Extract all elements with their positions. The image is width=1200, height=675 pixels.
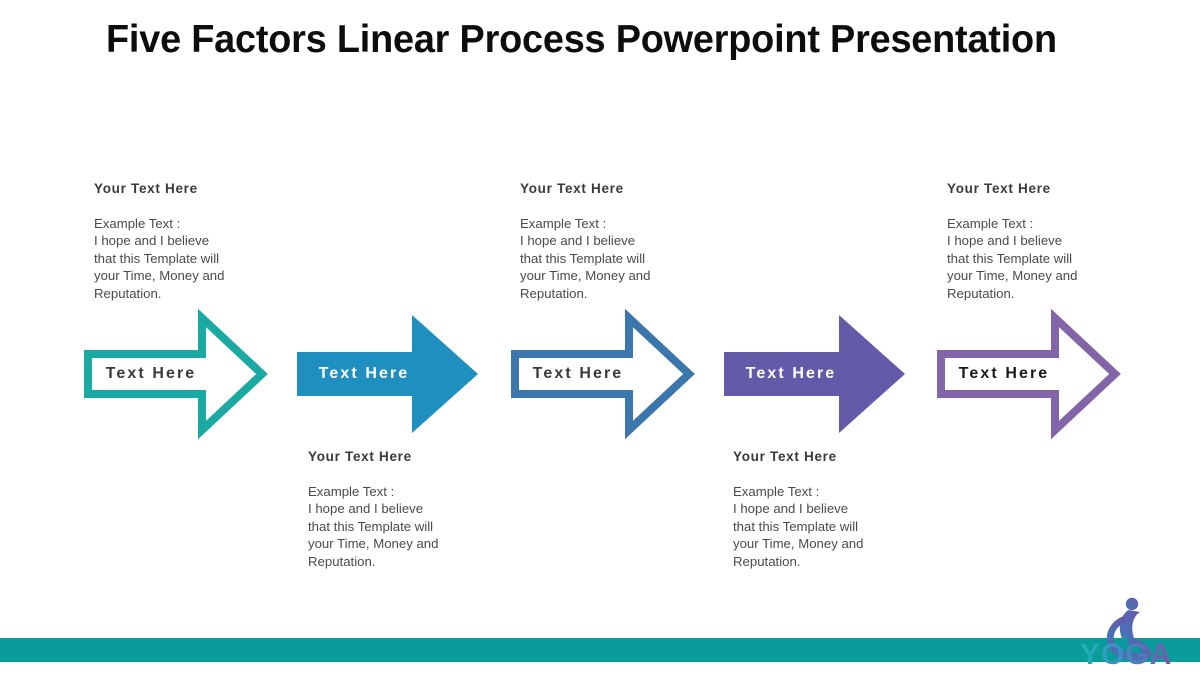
- caption-block-3: Your Text Here Example Text : I hope and…: [520, 181, 735, 303]
- caption-line: I hope and I believe: [947, 233, 1063, 249]
- page-title: Five Factors Linear Process Powerpoint P…: [106, 18, 1057, 61]
- caption-line: your Time, Money and: [947, 268, 1078, 284]
- caption-line: Reputation.: [947, 285, 1015, 301]
- arrow-shape: [937, 308, 1121, 440]
- caption-body: Example Text : I hope and I believe that…: [308, 483, 523, 571]
- logo-wordmark: YOGA: [1080, 638, 1172, 670]
- arrow-shape: [724, 315, 905, 433]
- caption-line: Reputation.: [520, 285, 588, 301]
- arrow-shape: [511, 308, 695, 440]
- caption-line: Reputation.: [308, 553, 376, 569]
- process-arrow-1[interactable]: Text Here: [84, 308, 268, 440]
- caption-line: I hope and I believe: [308, 501, 424, 517]
- caption-line: Example Text :: [94, 215, 181, 231]
- caption-line: I hope and I believe: [733, 501, 849, 517]
- caption-body: Example Text : I hope and I believe that…: [94, 215, 309, 303]
- caption-line: Example Text :: [308, 483, 395, 499]
- caption-line: Example Text :: [520, 215, 607, 231]
- caption-line: Example Text :: [947, 215, 1034, 231]
- caption-line: I hope and I believe: [520, 233, 636, 249]
- caption-line: I hope and I believe: [94, 233, 210, 249]
- yoga-logo: YOGA: [1078, 596, 1190, 670]
- caption-line: that this Template will: [520, 250, 646, 266]
- caption-line: your Time, Money and: [94, 268, 225, 284]
- arrow-shape: [84, 308, 268, 440]
- caption-line: Reputation.: [733, 553, 801, 569]
- caption-line: that this Template will: [308, 518, 434, 534]
- caption-block-1: Your Text Here Example Text : I hope and…: [94, 181, 309, 303]
- caption-line: that this Template will: [733, 518, 859, 534]
- process-arrow-4[interactable]: Text Here: [724, 313, 906, 435]
- yoga-seated-figure-icon: [1106, 597, 1152, 660]
- caption-line: that this Template will: [947, 250, 1073, 266]
- caption-line: your Time, Money and: [520, 268, 651, 284]
- caption-heading: Your Text Here: [308, 449, 412, 464]
- caption-line: that this Template will: [94, 250, 220, 266]
- caption-body: Example Text : I hope and I believe that…: [947, 215, 1162, 303]
- caption-heading: Your Text Here: [733, 449, 837, 464]
- process-arrow-3[interactable]: Text Here: [511, 308, 695, 440]
- caption-body: Example Text : I hope and I believe that…: [520, 215, 735, 303]
- caption-line: your Time, Money and: [308, 536, 439, 552]
- caption-line: your Time, Money and: [733, 536, 864, 552]
- caption-heading: Your Text Here: [947, 181, 1051, 196]
- process-arrow-5[interactable]: Text Here: [937, 308, 1121, 440]
- caption-body: Example Text : I hope and I believe that…: [733, 483, 948, 571]
- caption-block-5: Your Text Here Example Text : I hope and…: [947, 181, 1162, 303]
- caption-block-4: Your Text Here Example Text : I hope and…: [733, 449, 948, 571]
- caption-heading: Your Text Here: [94, 181, 198, 196]
- caption-block-2: Your Text Here Example Text : I hope and…: [308, 449, 523, 571]
- caption-line: Example Text :: [733, 483, 820, 499]
- caption-line: Reputation.: [94, 285, 162, 301]
- caption-heading: Your Text Here: [520, 181, 624, 196]
- process-arrow-2[interactable]: Text Here: [297, 313, 479, 435]
- arrow-shape: [297, 315, 478, 433]
- footer-bar: [0, 638, 1200, 662]
